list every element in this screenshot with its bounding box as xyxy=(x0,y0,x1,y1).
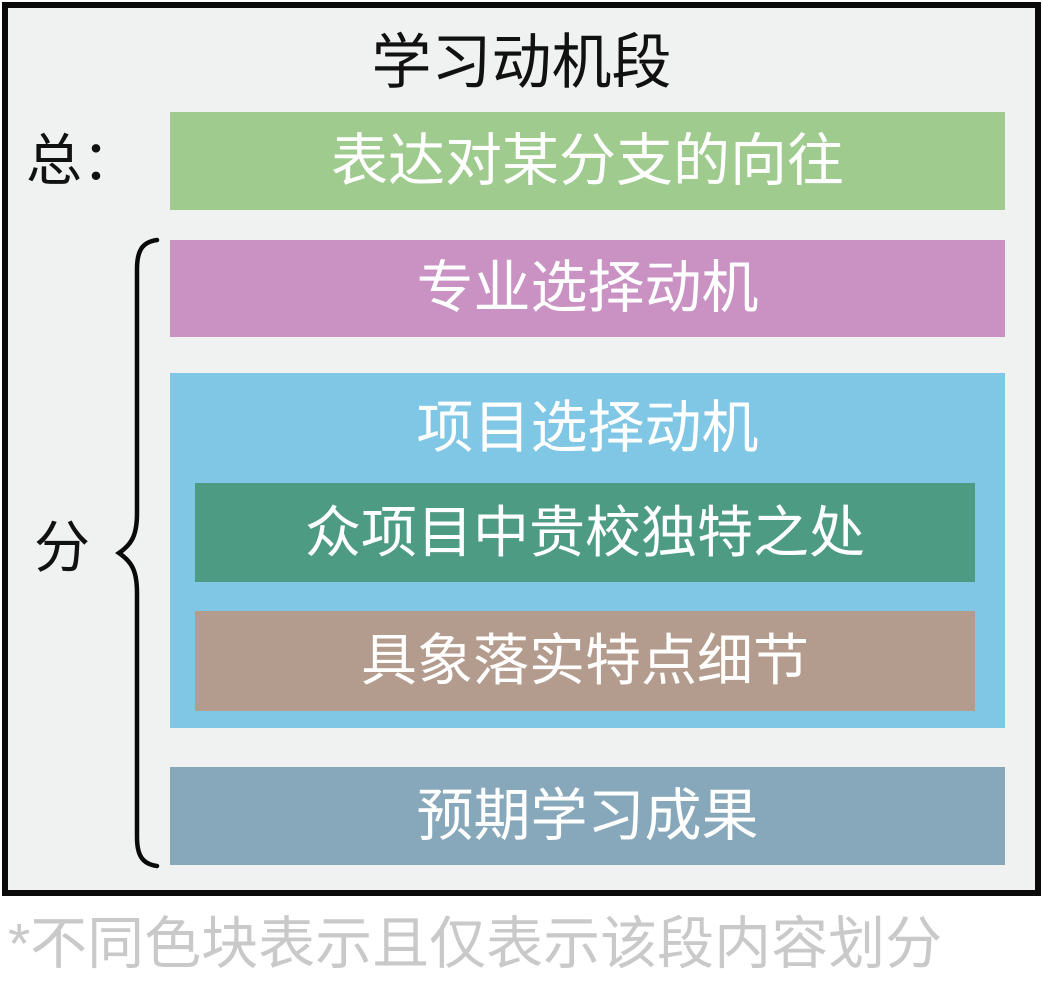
footnote: *不同色块表示且仅表示该段内容划分 xyxy=(8,912,943,976)
label-parts: 分 xyxy=(34,516,90,579)
block-expected-outcomes-label: 预期学习成果 xyxy=(416,784,759,848)
block-major-motivation-label: 专业选择动机 xyxy=(416,256,759,320)
block-major-motivation: 专业选择动机 xyxy=(170,240,1005,337)
sub-block-concrete-details: 具象落实特点细节 xyxy=(195,611,975,711)
block-program-motivation-label: 项目选择动机 xyxy=(416,396,759,460)
sub-block-concrete-details-label: 具象落实特点细节 xyxy=(361,629,809,692)
block-expected-outcomes: 预期学习成果 xyxy=(170,767,1005,865)
block-program-motivation: 项目选择动机 众项目中贵校独特之处 具象落实特点细节 xyxy=(170,373,1005,728)
curly-brace-icon xyxy=(115,237,160,869)
label-total: 总： xyxy=(26,129,138,192)
diagram-frame: 学习动机段 总： 分 表达对某分支的向往 专业选择动机 项目选择动机 众项目中贵… xyxy=(2,2,1041,896)
sub-block-school-uniqueness-label: 众项目中贵校独特之处 xyxy=(305,501,865,564)
block-overview: 表达对某分支的向往 xyxy=(170,112,1005,210)
sub-block-school-uniqueness: 众项目中贵校独特之处 xyxy=(195,483,975,582)
diagram-title: 学习动机段 xyxy=(371,29,672,96)
block-overview-label: 表达对某分支的向往 xyxy=(331,129,844,193)
